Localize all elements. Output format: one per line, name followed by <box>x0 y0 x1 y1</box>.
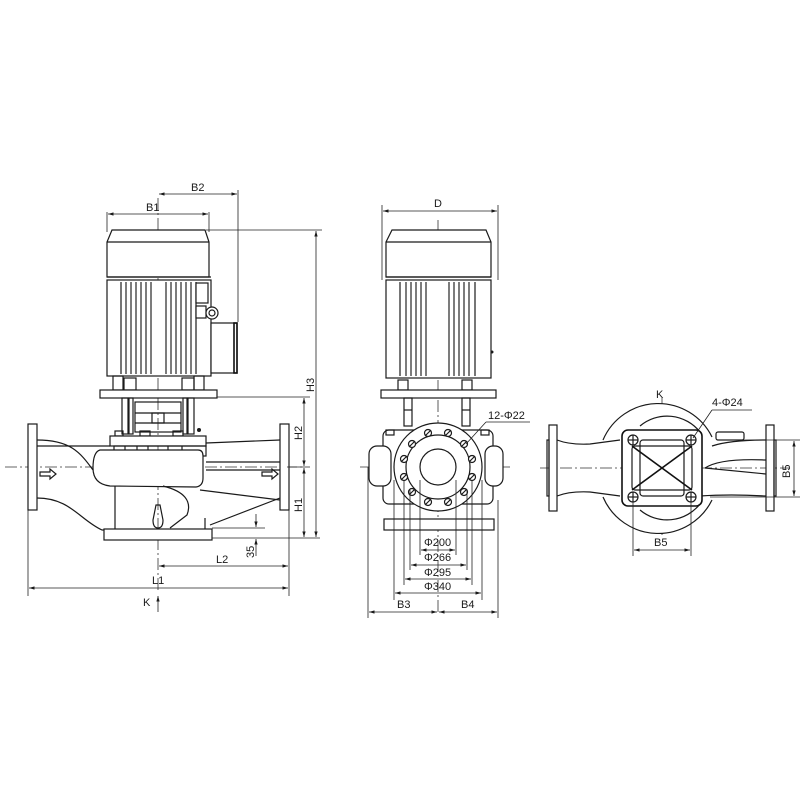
side-motor-fan-cover <box>385 229 492 278</box>
side-motor-flange <box>380 389 497 399</box>
dim-label-b1: B1 <box>146 202 159 214</box>
label-bolt-holes: 12-Φ22 <box>488 410 525 422</box>
dim-label-l1: L1 <box>152 575 164 587</box>
dim-label-b3: B3 <box>397 599 410 611</box>
lifting-eye-icon <box>205 306 219 320</box>
motor-flange <box>99 389 218 399</box>
dim-label-phi200: Φ200 <box>424 537 451 549</box>
front-view: B1 B2 H3 H2 H1 35 L2 L1 K <box>5 182 322 612</box>
pump-volute <box>92 449 204 488</box>
plan-inlet-flange <box>548 424 558 512</box>
side-view: 12-Φ22 D Φ200 Φ266 Φ295 Φ340 B3 B4 <box>360 198 530 618</box>
flange-bolt-holes <box>399 428 477 507</box>
plan-view-label-k: K <box>656 389 664 401</box>
dim-label-b5-vertical: B5 <box>781 465 793 478</box>
flow-arrow-out-icon <box>261 467 279 481</box>
dim-label-h3: H3 <box>305 378 317 392</box>
plan-view: K 4-Φ24 B5 B5 <box>540 389 800 556</box>
coupling-icon <box>151 412 165 424</box>
terminal-box <box>210 322 238 374</box>
label-base-holes: 4-Φ24 <box>712 397 743 409</box>
side-baseplate <box>383 518 495 531</box>
view-label-k: K <box>143 597 151 609</box>
dim-label-35: 35 <box>245 546 257 558</box>
dim-label-b4: B4 <box>461 599 474 611</box>
dim-label-phi340: Φ340 <box>424 581 451 593</box>
pump-cover <box>109 435 207 447</box>
motor-cooling-fins <box>125 282 192 374</box>
dim-label-b5-horizontal: B5 <box>654 537 667 549</box>
terminal-box-top <box>195 282 209 304</box>
side-motor-body <box>385 279 492 379</box>
dim-label-h1: H1 <box>293 498 305 512</box>
dim-label-d: D <box>434 198 442 210</box>
plan-terminal-box <box>715 431 745 441</box>
motor-body <box>106 279 212 377</box>
flow-arrow-in-icon <box>39 467 57 481</box>
side-motor-cooling-fins <box>405 282 470 376</box>
dim-label-b2: B2 <box>191 182 204 194</box>
dim-label-phi295: Φ295 <box>424 567 451 579</box>
dim-label-l2: L2 <box>216 554 228 566</box>
side-flange-bore <box>419 448 457 486</box>
motor-fan-cover <box>106 229 210 278</box>
inlet-flange <box>27 423 38 511</box>
plan-base-holes <box>627 434 697 503</box>
dim-label-phi266: Φ266 <box>424 552 451 564</box>
plan-outlet-flange <box>765 424 775 512</box>
dim-label-h2: H2 <box>293 426 305 440</box>
baseplate <box>103 528 213 541</box>
